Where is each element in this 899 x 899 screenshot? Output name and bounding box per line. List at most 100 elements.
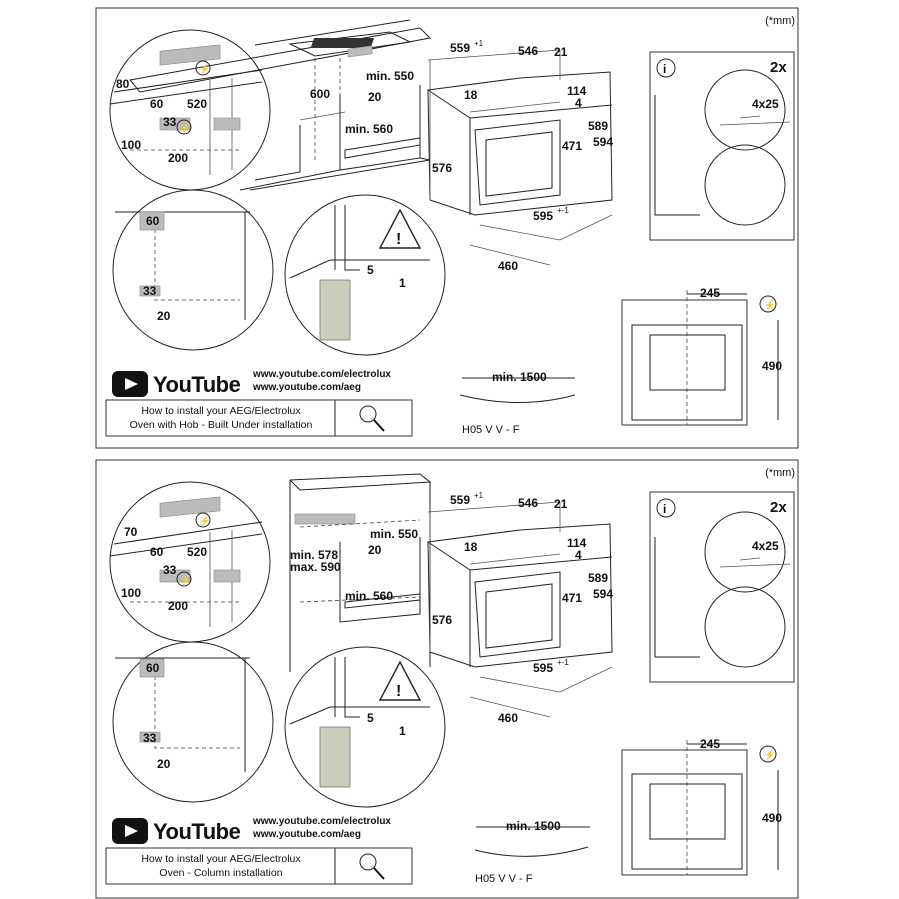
dim-576: 576 <box>432 161 452 175</box>
dim-60: 60 <box>150 97 164 111</box>
search-box[interactable] <box>105 399 413 437</box>
dim-114: 114 <box>567 84 587 98</box>
dim-460: 460 <box>498 259 518 273</box>
svg-text:⚡: ⚡ <box>764 299 775 311</box>
dim-460: 460 <box>498 711 518 725</box>
caption-line-1: How to install your AEG/Electrolux <box>141 853 301 865</box>
dim-21: 21 <box>554 45 568 59</box>
dim-min550: min. 550 <box>370 527 418 541</box>
youtube-url-2[interactable]: www.youtube.com/aeg <box>252 829 361 840</box>
dim-200: 200 <box>168 599 188 613</box>
detail-circle-top: ⚡ ⚡ 70 60 520 33 100 200 min. 550 20 min… <box>109 481 418 643</box>
youtube-brand: YouTube <box>153 819 241 844</box>
dim-60: 60 <box>150 545 164 559</box>
dim-min578: min. 578 <box>290 548 338 562</box>
oven-drawing: 559 +1 546 21 18 114 4 589 594 576 471 5… <box>427 491 613 725</box>
panel-frame <box>95 459 799 899</box>
dim-559: 559 <box>450 41 470 55</box>
svg-text:⚡: ⚡ <box>180 122 191 134</box>
dim-4: 4 <box>575 548 582 562</box>
cable-type: H05 V V - F <box>475 873 533 885</box>
dim-5: 5 <box>367 711 374 725</box>
dim-33: 33 <box>163 563 177 577</box>
dim-594: 594 <box>593 135 613 149</box>
dim-z60: 60 <box>146 214 160 228</box>
svg-text:!: ! <box>396 683 401 700</box>
dim-20: 20 <box>368 543 382 557</box>
dim-490: 490 <box>762 811 782 825</box>
dim-559-tol: +1 <box>474 491 484 500</box>
cable-drawing: min. 1500 H05 V V - F <box>474 819 590 885</box>
dim-595: 595 <box>533 661 553 675</box>
dim-245: 245 <box>700 737 720 751</box>
dim-min550: min. 550 <box>366 69 414 83</box>
youtube-block: YouTube www.youtube.com/electrolux www.y… <box>105 369 413 437</box>
youtube-block: YouTube www.youtube.com/electrolux www.y… <box>105 816 413 885</box>
dim-z33: 33 <box>143 731 157 745</box>
screw-label: 4x25 <box>752 539 779 553</box>
svg-text:⚡: ⚡ <box>199 515 210 527</box>
svg-text:!: ! <box>396 231 401 248</box>
dim-z20: 20 <box>157 757 171 771</box>
caption-line-2: Oven - Column installation <box>159 867 282 879</box>
oven-drawing: 559 +1 546 21 18 114 4 589 594 576 471 5… <box>427 39 613 273</box>
dim-520: 520 <box>187 97 207 111</box>
dim-max590: max. 590 <box>290 560 341 574</box>
detail-circle-left: 60 33 20 <box>112 641 274 803</box>
detail-circle-top: ⚡ ⚡ 80 60 520 33 100 200 600 min. 550 20… <box>109 29 414 191</box>
warning-icon <box>378 660 422 701</box>
dim-1: 1 <box>399 724 406 738</box>
dim-595: 595 <box>533 209 553 223</box>
dim-594: 594 <box>593 587 613 601</box>
dim-471: 471 <box>562 591 582 605</box>
dim-200: 200 <box>168 151 188 165</box>
dim-33: 33 <box>163 115 177 129</box>
svg-text:⚡: ⚡ <box>180 574 191 586</box>
units-note: (*mm) <box>765 467 795 479</box>
dim-18: 18 <box>464 88 478 102</box>
youtube-url-2[interactable]: www.youtube.com/aeg <box>252 382 361 393</box>
dim-595-tol: +-1 <box>557 206 569 215</box>
fixing-info-box: i 2x 4x25 <box>649 491 795 683</box>
youtube-brand: YouTube <box>153 372 241 397</box>
dim-546: 546 <box>518 44 538 58</box>
dim-z60: 60 <box>146 661 160 675</box>
svg-text:⚡: ⚡ <box>199 63 210 75</box>
dim-min560: min. 560 <box>345 122 393 136</box>
units-note: (*mm) <box>765 15 795 27</box>
dim-18: 18 <box>464 540 478 554</box>
dim-20: 20 <box>368 90 382 104</box>
oven-front-drawing: ⚡ 245 490 <box>621 737 782 876</box>
caption-line-2: Oven with Hob - Built Under installation <box>130 419 313 431</box>
dim-546: 546 <box>518 496 538 510</box>
search-icon[interactable] <box>359 405 385 432</box>
cable-drawing: min. 1500 H05 V V - F <box>459 370 576 436</box>
detail-circle-warning: ! 5 1 <box>284 194 446 356</box>
warning-icon <box>378 208 422 249</box>
qty-label: 2x <box>770 499 787 516</box>
dim-595-tol: +-1 <box>557 658 569 667</box>
dim-70: 70 <box>124 525 138 539</box>
cable-type: H05 V V - F <box>462 424 520 436</box>
panel-frame <box>95 7 799 449</box>
caption-line-1: How to install your AEG/Electrolux <box>141 405 301 417</box>
dim-589: 589 <box>588 119 608 133</box>
search-box[interactable] <box>105 847 413 885</box>
qty-label: 2x <box>770 59 787 76</box>
svg-text:⚡: ⚡ <box>764 749 775 761</box>
dim-80: 80 <box>116 77 130 91</box>
youtube-url-1[interactable]: www.youtube.com/electrolux <box>252 816 391 827</box>
detail-circle-left: 60 33 20 <box>112 189 274 351</box>
info-icon: i <box>663 62 666 76</box>
dim-4: 4 <box>575 96 582 110</box>
search-icon[interactable] <box>359 853 385 880</box>
detail-circle-warning: ! 5 1 <box>284 646 446 808</box>
cable-min: min. 1500 <box>492 370 547 384</box>
dim-589: 589 <box>588 571 608 585</box>
oven-front-drawing: ⚡ 245 490 <box>621 286 782 426</box>
dim-z20: 20 <box>157 309 171 323</box>
kitchen-cabinet-drawing <box>129 19 432 191</box>
youtube-url-1[interactable]: www.youtube.com/electrolux <box>252 369 391 380</box>
dim-1: 1 <box>399 276 406 290</box>
